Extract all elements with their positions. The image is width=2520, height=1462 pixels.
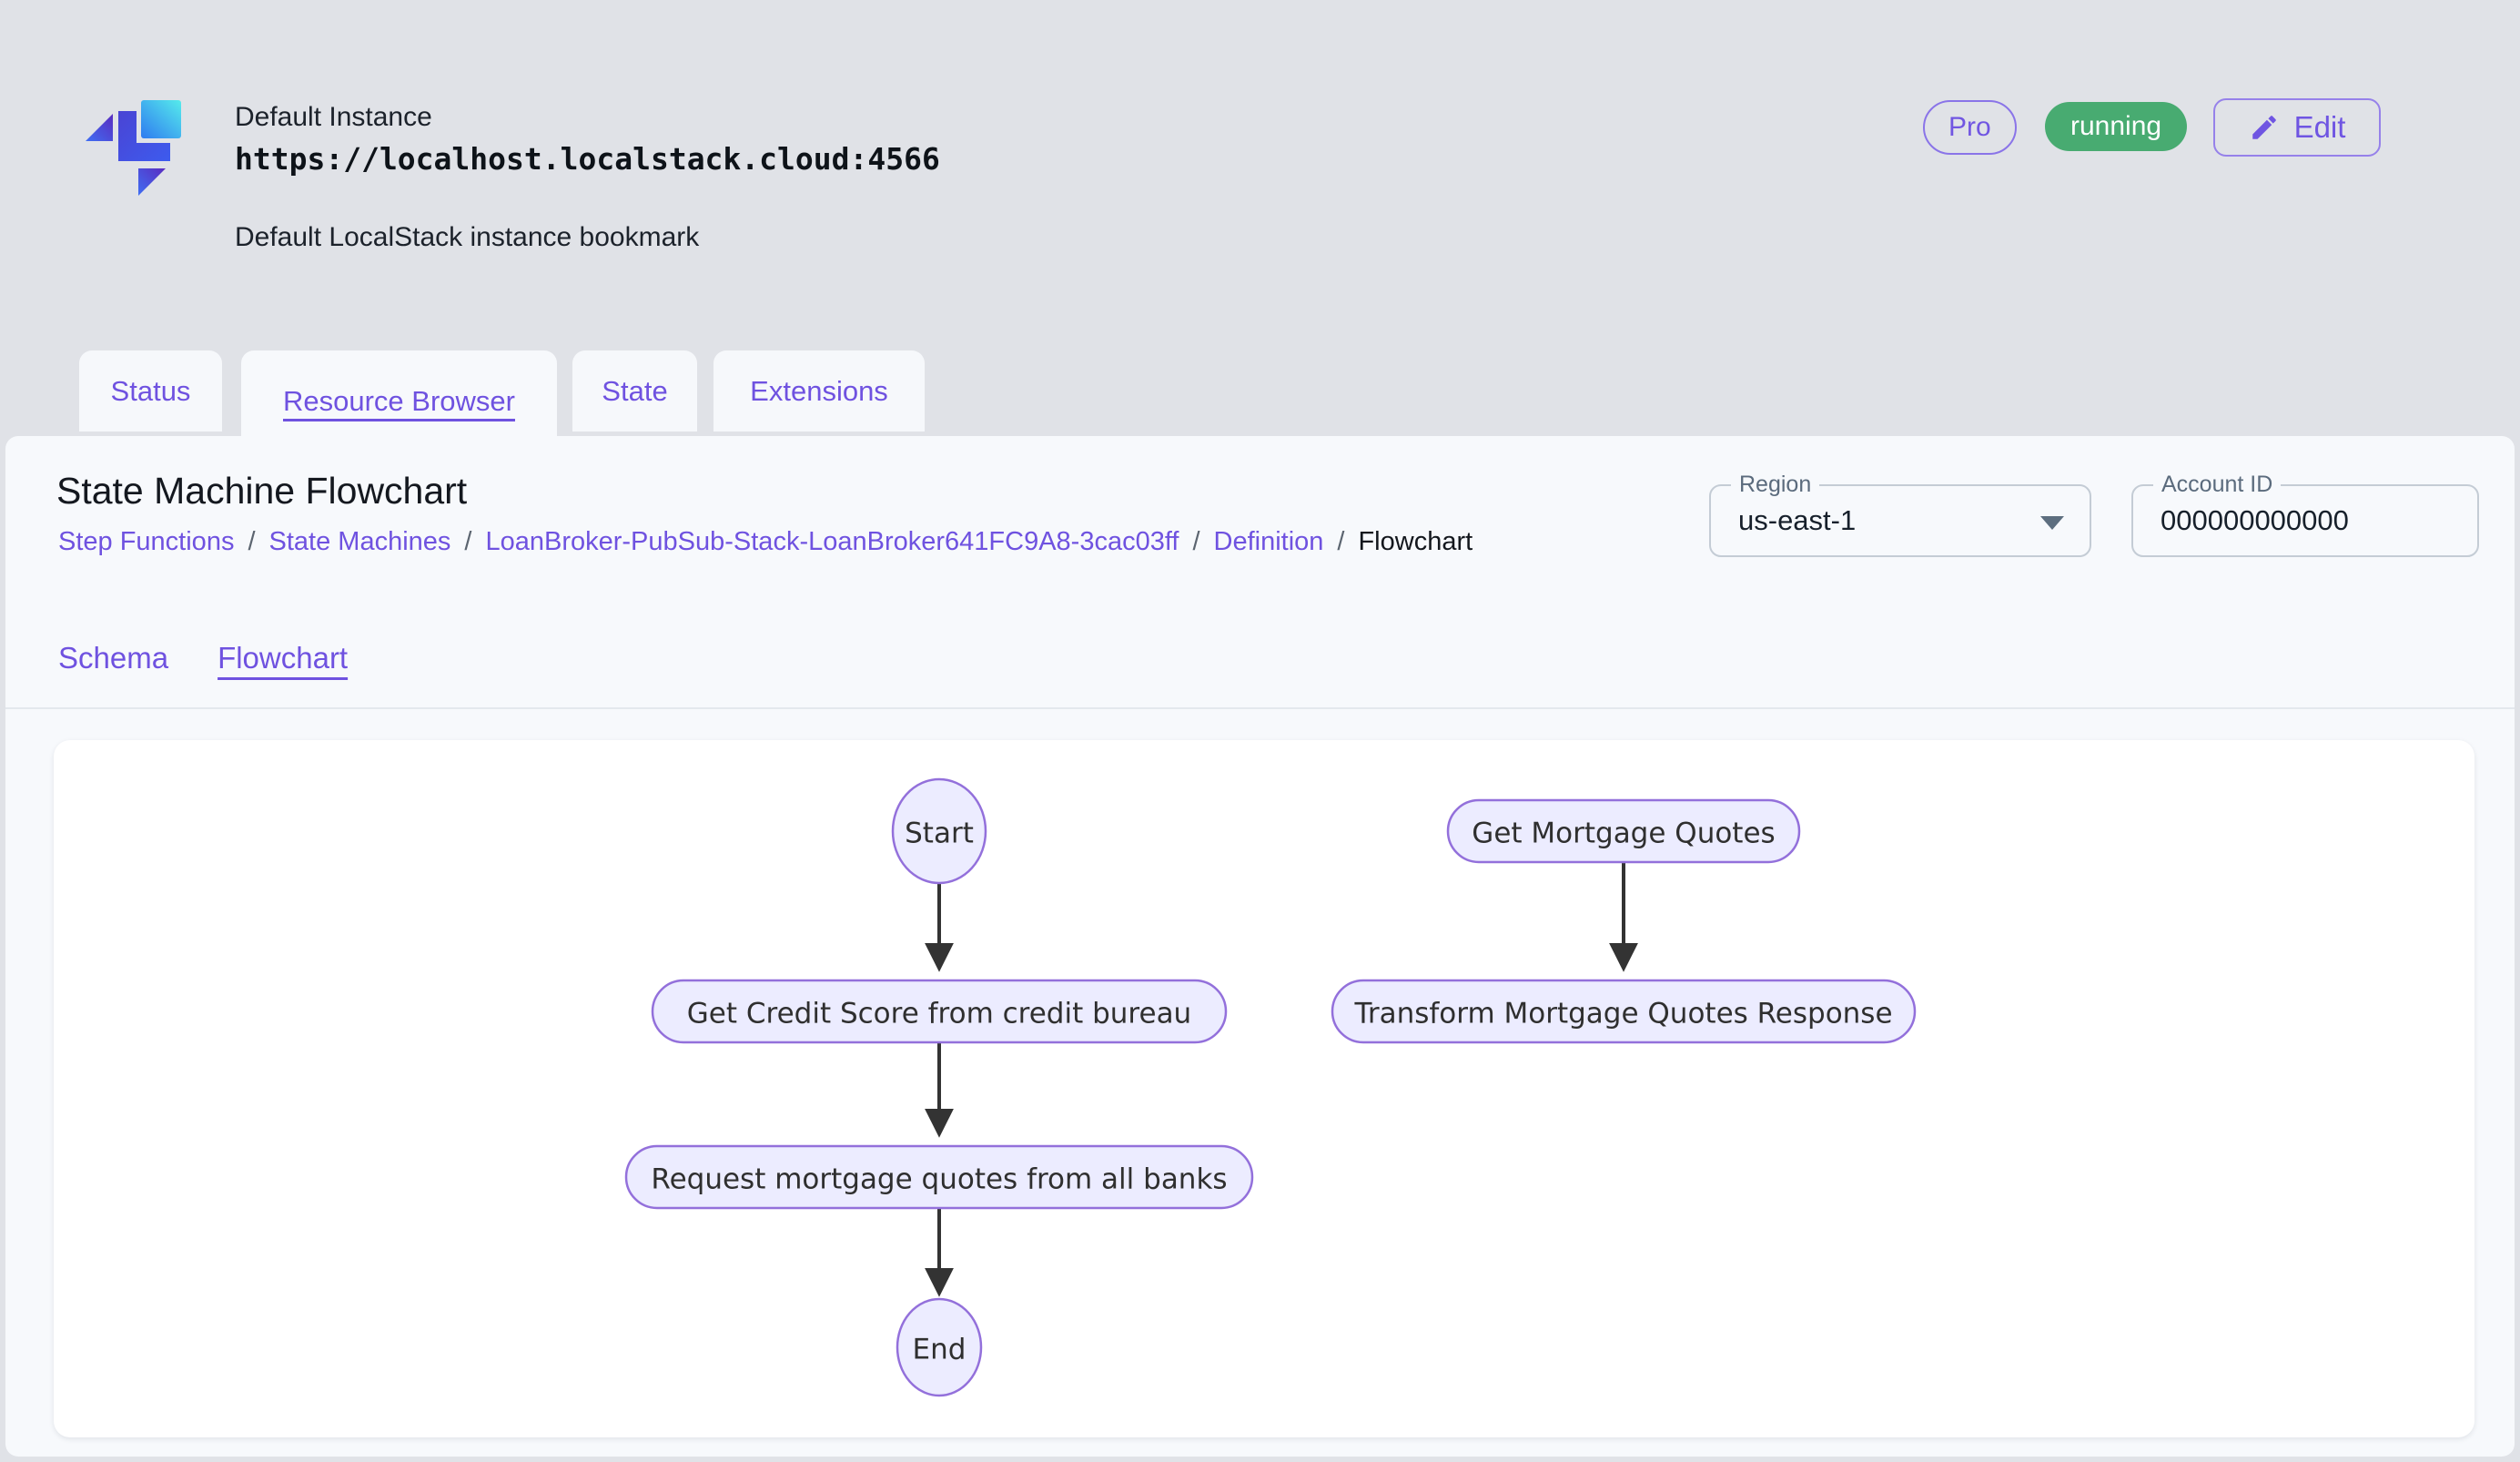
page-title: State Machine Flowchart bbox=[56, 470, 468, 512]
flow-node-end: End bbox=[896, 1297, 983, 1397]
breadcrumb-state-machines[interactable]: State Machines bbox=[268, 527, 451, 556]
content-panel: State Machine Flowchart Step Functions /… bbox=[5, 436, 2515, 1457]
flow-node-get-quotes: Get Mortgage Quotes bbox=[1446, 798, 1801, 864]
breadcrumb-state-machine-id[interactable]: LoanBroker-PubSub-Stack-LoanBroker641FC9… bbox=[485, 527, 1179, 556]
localstack-logo-icon bbox=[86, 100, 181, 196]
tab-status-label: Status bbox=[110, 374, 191, 407]
section-divider bbox=[5, 707, 2515, 709]
pro-badge: Pro bbox=[1923, 100, 2017, 155]
flow-node-end-label: End bbox=[913, 1334, 967, 1366]
breadcrumb-separator: / bbox=[464, 527, 472, 556]
tab-resource-browser-label: Resource Browser bbox=[283, 385, 515, 417]
flow-node-transform-response: Transform Mortgage Quotes Response bbox=[1331, 979, 1917, 1044]
instance-name: Default Instance bbox=[235, 102, 432, 132]
tab-state[interactable]: State bbox=[572, 350, 697, 431]
tab-status[interactable]: Status bbox=[79, 350, 222, 431]
definition-subtabs: Schema Flowchart bbox=[58, 641, 348, 681]
subtab-schema[interactable]: Schema bbox=[58, 641, 169, 675]
instance-description: Default LocalStack instance bookmark bbox=[235, 222, 700, 252]
flow-node-start-label: Start bbox=[905, 817, 974, 850]
edit-pencil-icon bbox=[2252, 116, 2276, 139]
tab-resource-browser[interactable]: Resource Browser bbox=[241, 350, 557, 452]
dropdown-arrow-icon bbox=[2040, 516, 2064, 530]
account-id-field: Account ID bbox=[2131, 472, 2479, 557]
edit-button-label: Edit bbox=[2293, 110, 2346, 144]
flowchart-card: Start Get Credit Score from credit burea… bbox=[54, 740, 2474, 1437]
tab-extensions[interactable]: Extensions bbox=[713, 350, 925, 431]
region-select-label: Region bbox=[1731, 472, 1820, 498]
tab-state-label: State bbox=[602, 374, 668, 407]
breadcrumb-separator: / bbox=[248, 527, 256, 556]
instance-url: https://localhost.localstack.cloud:4566 bbox=[235, 141, 940, 177]
flow-node-get-quotes-label: Get Mortgage Quotes bbox=[1472, 817, 1775, 850]
flow-node-transform-response-label: Transform Mortgage Quotes Response bbox=[1353, 998, 1892, 1031]
breadcrumb-separator: / bbox=[1337, 527, 1345, 556]
subtab-flowchart[interactable]: Flowchart bbox=[218, 641, 349, 675]
breadcrumb-flowchart: Flowchart bbox=[1358, 527, 1473, 556]
breadcrumb-separator: / bbox=[1192, 527, 1200, 556]
instance-info: Default Instance https://localhost.local… bbox=[235, 98, 940, 257]
region-select-value: us-east-1 bbox=[1738, 504, 1857, 536]
flow-node-start: Start bbox=[891, 777, 987, 885]
breadcrumb-step-functions[interactable]: Step Functions bbox=[58, 527, 235, 556]
breadcrumb: Step Functions / State Machines / LoanBr… bbox=[58, 527, 1473, 557]
edit-button[interactable]: Edit bbox=[2213, 98, 2381, 157]
account-id-input[interactable] bbox=[2161, 486, 2443, 555]
flow-node-credit-score-label: Get Credit Score from credit bureau bbox=[687, 998, 1191, 1031]
flow-node-credit-score: Get Credit Score from credit bureau bbox=[651, 979, 1228, 1044]
flow-node-request-quotes: Request mortgage quotes from all banks bbox=[624, 1144, 1254, 1210]
flow-node-request-quotes-label: Request mortgage quotes from all banks bbox=[651, 1163, 1227, 1196]
breadcrumb-definition[interactable]: Definition bbox=[1213, 527, 1324, 556]
status-badge: running bbox=[2045, 102, 2188, 151]
tab-extensions-label: Extensions bbox=[750, 374, 888, 407]
state-machine-flowchart: Start Get Credit Score from credit burea… bbox=[624, 777, 1917, 1397]
region-select[interactable]: Region us-east-1 bbox=[1709, 472, 2091, 557]
